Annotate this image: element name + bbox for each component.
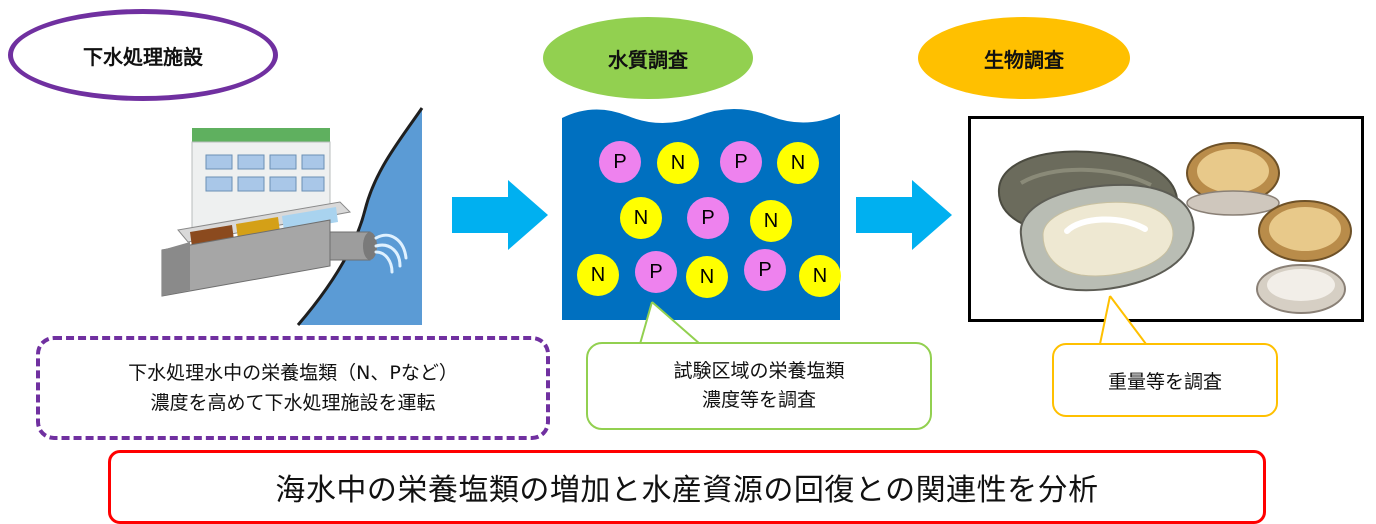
conclusion-text: 海水中の栄養塩類の増加と水産資源の回復との関連性を分析 — [275, 473, 1099, 508]
particle-n: N — [750, 200, 792, 242]
sewage-operation-callout: 下水処理水中の栄養塩類（N、Pなど） 濃度を高めて下水処理施設を運転 — [36, 336, 550, 440]
particle-p: P — [599, 141, 641, 183]
particle-n: N — [799, 255, 841, 297]
building-windows — [205, 154, 325, 192]
clam-top — [1186, 142, 1280, 216]
particle-n: N — [577, 254, 619, 296]
shellfish-illustration — [997, 142, 1352, 314]
water-callout-pointer — [638, 301, 703, 345]
arrow-right-icon — [452, 180, 548, 250]
conclusion-banner: 海水中の栄養塩類の増加と水産資源の回復との関連性を分析 — [108, 450, 1266, 524]
bio-callout-pointer — [1098, 295, 1148, 345]
water-callout-line1: 試験区域の栄養塩類 — [673, 360, 845, 382]
shellfish-photo-frame — [968, 116, 1364, 322]
arrow-right-icon — [856, 180, 952, 250]
particle-n: N — [620, 197, 662, 239]
svg-text:N: N — [591, 264, 605, 286]
particle-n: N — [686, 256, 728, 298]
water-spray — [374, 233, 408, 274]
bio-callout-text: 重量等を調査 — [1107, 370, 1222, 393]
sea-nutrient-illustration: P N P N N P N N P N P N — [562, 109, 841, 320]
svg-text:P: P — [734, 151, 747, 173]
svg-text:N: N — [791, 152, 805, 174]
tank-blue — [282, 207, 338, 231]
svg-text:P: P — [613, 151, 626, 173]
water-quality-title: 水質調査 — [543, 17, 753, 99]
svg-text:N: N — [813, 265, 827, 287]
biological-survey-title: 生物調査 — [918, 17, 1130, 99]
particle-p: P — [744, 249, 786, 291]
svg-text:N: N — [634, 207, 648, 229]
clam-empty-shell — [1256, 264, 1346, 314]
sewage-plant-illustration — [161, 107, 424, 326]
svg-text:N: N — [764, 210, 778, 232]
sewage-facility-title-text: 下水処理施設 — [83, 44, 203, 69]
oyster-highlight — [1064, 216, 1148, 234]
svg-text:N: N — [671, 152, 685, 174]
clam-middle — [1258, 200, 1352, 262]
building-roof — [192, 128, 330, 142]
particle-p: P — [635, 251, 677, 293]
biological-survey-title-text: 生物調査 — [984, 47, 1064, 72]
svg-text:P: P — [701, 207, 714, 229]
bio-survey-callout: 重量等を調査 — [1052, 343, 1278, 417]
svg-text:N: N — [700, 266, 714, 288]
svg-text:P: P — [649, 261, 662, 283]
shoreline — [296, 107, 424, 326]
tank-base-side — [162, 242, 190, 296]
water-quality-title-text: 水質調査 — [608, 47, 688, 72]
sewage-callout-line2: 濃度を高めて下水処理施設を運転 — [150, 392, 436, 414]
oyster-shell-ridge — [1019, 167, 1152, 187]
oyster-meat — [1042, 201, 1174, 277]
water-callout-line2: 濃度等を調査 — [701, 389, 816, 411]
svg-text:P: P — [758, 259, 771, 281]
sewage-callout-line1: 下水処理水中の栄養塩類（N、Pなど） — [128, 362, 458, 384]
particle-n: N — [657, 142, 699, 184]
sewage-facility-title: 下水処理施設 — [8, 9, 278, 101]
particle-p: P — [720, 141, 762, 183]
pipe-mouth — [363, 232, 377, 260]
particle-p: P — [687, 197, 729, 239]
water-survey-callout: 試験区域の栄養塩類 濃度等を調査 — [586, 342, 932, 430]
particle-n: N — [777, 142, 819, 184]
